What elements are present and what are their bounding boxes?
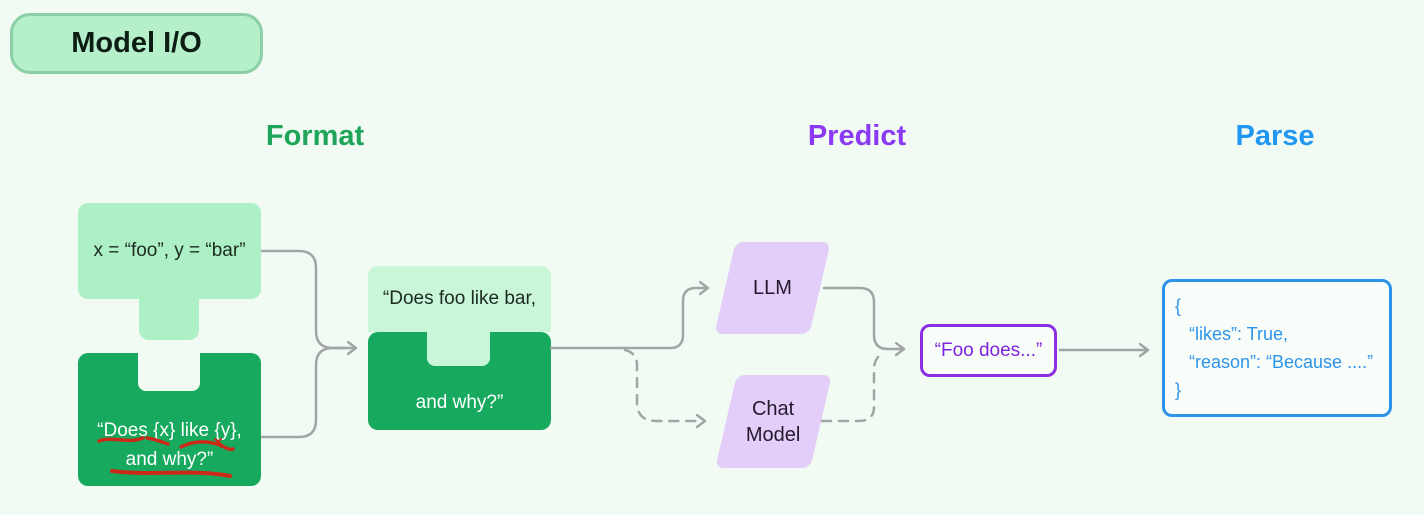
input-variables-box: x = “foo”, y = “bar” xyxy=(78,203,261,340)
prompt-template-box: “Does {x} like {y}, and why?” xyxy=(78,353,261,486)
column-header-predict: Predict xyxy=(807,120,907,152)
parsed-output-code: { “likes”: True, “reason”: “Because ....… xyxy=(1165,282,1389,404)
parsed-output-box: { “likes”: True, “reason”: “Because ....… xyxy=(1162,279,1392,417)
chat-model-line2: Model xyxy=(746,423,801,446)
column-header-format: Format xyxy=(265,120,365,152)
parsed-output-line3: “reason”: “Because ....” xyxy=(1189,352,1374,372)
llm-label: LLM xyxy=(753,277,792,299)
prompt-template-line2: and why?” xyxy=(125,449,214,470)
column-header-parse: Parse xyxy=(1235,120,1315,152)
formatted-prompt-line2: and why?” xyxy=(415,392,504,413)
parsed-output-line1: { xyxy=(1175,296,1182,316)
llm-node: LLM xyxy=(714,242,831,334)
arrow-formatted-to-chatmodel xyxy=(623,348,703,421)
formatted-prompt-line1: “Does foo like bar, xyxy=(382,288,537,309)
prediction-box: “Foo does...” xyxy=(920,324,1057,377)
chat-model-node: Chat Model xyxy=(715,375,832,468)
prediction-text: “Foo does...” xyxy=(934,339,1043,361)
input-variables-text: x = “foo”, y = “bar” xyxy=(93,240,246,261)
parsed-output-line2: “likes”: True, xyxy=(1189,324,1289,344)
arrow-template-to-formatted xyxy=(260,346,348,439)
model-io-badge: Model I/O xyxy=(10,13,263,74)
arrow-formatted-to-llm xyxy=(549,288,706,350)
formatted-prompt-puzzle-tab xyxy=(427,330,490,366)
arrow-inputvars-to-formatted xyxy=(260,249,354,348)
prompt-template-line1: “Does {x} like {y}, xyxy=(97,420,242,441)
formatted-prompt-top-box: “Does foo like bar, xyxy=(368,266,551,332)
puzzle-notch xyxy=(138,353,200,391)
arrow-llm-to-prediction xyxy=(822,286,902,349)
chat-model-line1: Chat xyxy=(752,397,795,420)
parsed-output-line4: } xyxy=(1175,380,1182,400)
puzzle-tab xyxy=(139,295,199,340)
model-io-badge-label: Model I/O xyxy=(71,27,202,59)
arrow-chatmodel-to-merge xyxy=(820,353,882,423)
